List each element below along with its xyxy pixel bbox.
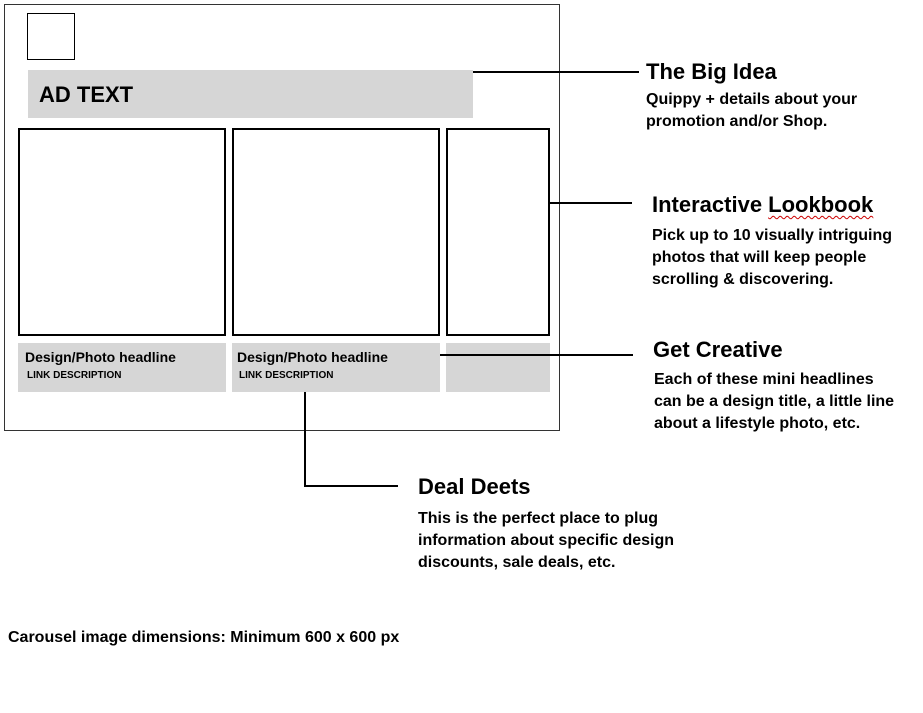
annotation-line: can be a design title, a little line <box>654 393 895 410</box>
annotation-lookbook-body: Pick up to 10 visually intriguing photos… <box>652 225 892 291</box>
ad-text-bar <box>28 70 473 118</box>
annotation-big-idea-title: The Big Idea <box>646 59 777 84</box>
connector-creative <box>440 354 633 356</box>
card-link-description: LINK DESCRIPTION <box>27 370 122 381</box>
annotation-line: discounts, sale deals, etc. <box>418 554 616 571</box>
annotation-line: This is the perfect place to plug <box>418 510 659 527</box>
carousel-card-image-3 <box>446 128 550 336</box>
connector-deal-horizontal <box>304 485 398 487</box>
annotation-line: photos that will keep people <box>652 249 867 266</box>
annotation-line: Quippy + details about your <box>646 91 858 108</box>
annotation-lookbook-title: Interactive Lookbook <box>652 192 873 218</box>
connector-deal-vertical <box>304 392 306 487</box>
connector-big-idea <box>473 71 639 73</box>
annotation-lookbook-title-part2: Lookbook <box>768 192 874 217</box>
connector-lookbook <box>550 202 632 204</box>
carousel-card-image-2 <box>232 128 440 336</box>
card-link-description: LINK DESCRIPTION <box>239 370 334 381</box>
carousel-card-caption-1: Design/Photo headline LINK DESCRIPTION <box>18 343 226 392</box>
annotation-lookbook-title-part1: Interactive <box>652 192 769 217</box>
carousel-card-caption-3 <box>446 343 550 392</box>
card-headline: Design/Photo headline <box>25 349 176 365</box>
ad-mockup-frame <box>4 4 560 431</box>
annotation-creative-title: Get Creative <box>653 337 783 362</box>
annotation-line: about a lifestyle photo, etc. <box>654 415 861 432</box>
annotation-line: scrolling & discovering. <box>652 271 834 288</box>
annotation-deal-body: This is the perfect place to plug inform… <box>418 508 674 574</box>
annotation-line: information about specific design <box>418 532 675 549</box>
carousel-card-image-1 <box>18 128 226 336</box>
ad-text: AD TEXT <box>39 82 134 107</box>
carousel-card-caption-2: Design/Photo headline LINK DESCRIPTION <box>232 343 440 392</box>
annotation-creative-body: Each of these mini headlines can be a de… <box>654 369 894 435</box>
logo-placeholder <box>27 13 75 60</box>
card-headline: Design/Photo headline <box>237 349 388 365</box>
footnote-dimensions: Carousel image dimensions: Minimum 600 x… <box>8 629 400 646</box>
annotation-deal-title: Deal Deets <box>418 474 531 499</box>
annotation-line: Pick up to 10 visually intriguing <box>652 227 893 244</box>
annotation-big-idea-body: Quippy + details about your promotion an… <box>646 89 857 133</box>
annotation-line: Each of these mini headlines <box>654 371 874 388</box>
annotation-line: promotion and/or Shop. <box>646 113 828 130</box>
